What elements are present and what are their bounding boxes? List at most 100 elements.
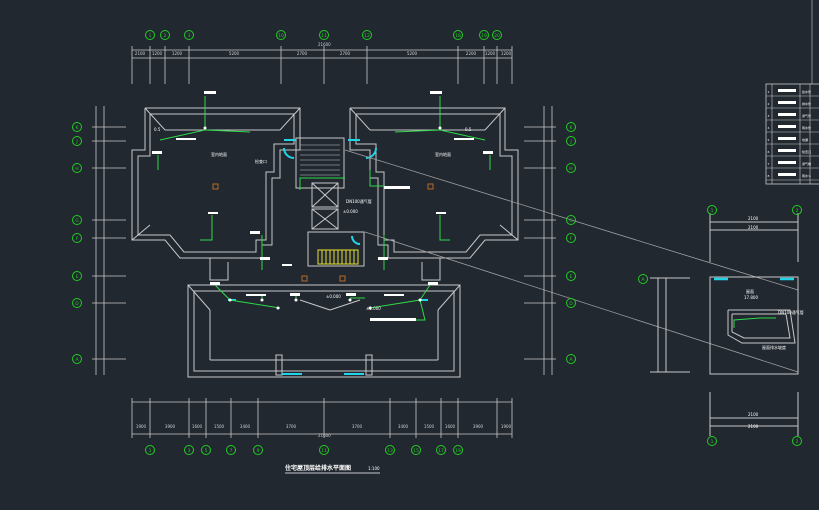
axis-top-1-label: 1 xyxy=(149,33,152,39)
axis-right-H: H xyxy=(566,163,576,173)
axis-top-19-label: 19 xyxy=(481,33,487,39)
axis-left-J-label: J xyxy=(75,139,77,145)
axis-left-K: K xyxy=(72,122,82,132)
axis-right-D-label: D xyxy=(569,301,573,307)
center-pipe-note: DN100通气管 xyxy=(346,198,372,204)
total-dim-top: 21600 xyxy=(318,42,331,47)
elevator-shaft-2 xyxy=(311,208,339,230)
axis-top-3-label: 3 xyxy=(188,33,191,39)
dim-bottom-value: 1600 xyxy=(192,424,203,429)
axis-bottom-5-label: 5 xyxy=(205,448,208,454)
dim-top-value: 2200 xyxy=(466,51,477,56)
dim-top-value: 1200 xyxy=(501,51,512,56)
axis-bottom-13-label: 13 xyxy=(387,448,393,454)
axis-top-11-label: 11 xyxy=(321,33,327,39)
axis-top-11: 11 xyxy=(319,30,329,40)
legend-row-index: 3 xyxy=(768,114,770,118)
axis-top-3: 3 xyxy=(184,30,194,40)
dimension-ticks xyxy=(92,46,556,438)
axis-top-10: 10 xyxy=(276,30,286,40)
dim-bottom-value: 1900 xyxy=(501,424,512,429)
legend-row-swatch xyxy=(778,137,796,140)
dimension-lines xyxy=(95,49,553,435)
legend-row-label: 通气帽 xyxy=(802,161,811,166)
axis-left-G: G xyxy=(72,215,82,225)
detail-dim-bottom-1: 2100 xyxy=(748,412,759,417)
legend-row-index: 7 xyxy=(768,162,770,166)
axis-right-E-label: E xyxy=(570,274,573,280)
hatch-opening xyxy=(365,354,373,376)
dim-top-value: 1200 xyxy=(152,51,163,56)
axis-left-D: D xyxy=(72,298,82,308)
detail-elevation: 17.800 xyxy=(744,295,758,300)
elevator-shaft-1 xyxy=(311,182,339,208)
stair-core xyxy=(295,137,345,189)
dim-top-value: 5200 xyxy=(407,51,418,56)
wall-left-wing-inner xyxy=(137,113,295,253)
pipe-nodes xyxy=(203,126,442,310)
axis-bottom-5: 5 xyxy=(201,445,211,455)
main-floor-plan xyxy=(131,107,519,378)
dim-bottom-value: 3700 xyxy=(286,424,297,429)
hip-line xyxy=(131,224,151,241)
axis-right-E: E xyxy=(566,271,576,281)
hip-line xyxy=(484,107,506,131)
axis-top-20-label: 20 xyxy=(494,33,500,39)
detail-leaders xyxy=(344,149,799,373)
detail-axis-side: A xyxy=(641,277,645,283)
detail-dim-bottom-2: 2100 xyxy=(748,424,759,429)
legend-row-swatch xyxy=(778,173,796,176)
dim-top-value: 1200 xyxy=(172,51,183,56)
detail-room-label: 屋面 xyxy=(746,288,754,294)
axis-right-J-label: J xyxy=(569,139,571,145)
legend-row-index: 5 xyxy=(768,138,770,142)
wall-bottom-block-outer xyxy=(187,284,461,378)
dim-bottom-value: 3400 xyxy=(240,424,251,429)
wall-bottom-block-inner xyxy=(193,290,455,372)
legend-row-label: 通气管 xyxy=(802,113,811,118)
center-elevation: ±0.000 xyxy=(343,209,358,214)
axis-left-A: A xyxy=(72,354,82,364)
dim-top-value: 2100 xyxy=(135,51,146,56)
title-block: 住宅屋顶层给排水平面图 1:100 xyxy=(285,464,380,474)
axis-right-H-label: H xyxy=(569,166,572,172)
axis-right-F-label: F xyxy=(570,236,573,242)
legend-row-index: 1 xyxy=(768,90,770,94)
axis-left-F-label: F xyxy=(76,236,79,242)
legend-row-index: 6 xyxy=(768,150,770,154)
legend-row-label: 排水管 xyxy=(802,101,811,106)
axis-top-12: 12 xyxy=(362,30,372,40)
axis-bottom-7: 7 xyxy=(226,445,236,455)
axis-left-F: F xyxy=(72,233,82,243)
total-dim-bottom: 21600 xyxy=(318,433,331,438)
detail-pipe-note: DN100通气管 xyxy=(778,309,804,315)
axis-top-18: 18 xyxy=(453,30,463,40)
dim-bottom-value: 3900 xyxy=(473,424,484,429)
axis-top-12-label: 12 xyxy=(364,33,370,39)
hip-line xyxy=(329,299,361,311)
legend-row-label: 检查口 xyxy=(802,149,811,154)
stair-note: 检查口 xyxy=(255,158,267,164)
legend-row-index: 4 xyxy=(768,126,770,130)
hip-line xyxy=(499,224,519,241)
axis-left-J: J xyxy=(72,136,82,146)
legend-row-label: 雨水管 xyxy=(802,125,811,130)
elev-right: 0.5 xyxy=(465,127,472,132)
dim-top-value: 2700 xyxy=(340,51,351,56)
axis-bottom-1: 1 xyxy=(145,445,155,455)
axis-bottom-19: 19 xyxy=(453,445,463,455)
hip-line xyxy=(437,284,461,311)
detail-note: 屋面排水坡度 xyxy=(762,344,786,350)
legend-row-label: 雨水斗 xyxy=(802,173,811,178)
dim-bottom-value: 3700 xyxy=(352,424,363,429)
detail-dim-top-2: 2100 xyxy=(748,225,759,230)
detail-view xyxy=(650,213,799,436)
axis-bottom-17-label: 17 xyxy=(438,448,444,454)
axis-top-18-label: 18 xyxy=(455,33,461,39)
legend-row-label: 给水管 xyxy=(802,89,811,94)
legend-row-swatch xyxy=(778,101,796,104)
dim-top-value: 1200 xyxy=(485,51,496,56)
detail-axis-labels: 1 2 1 2 A xyxy=(641,208,798,445)
